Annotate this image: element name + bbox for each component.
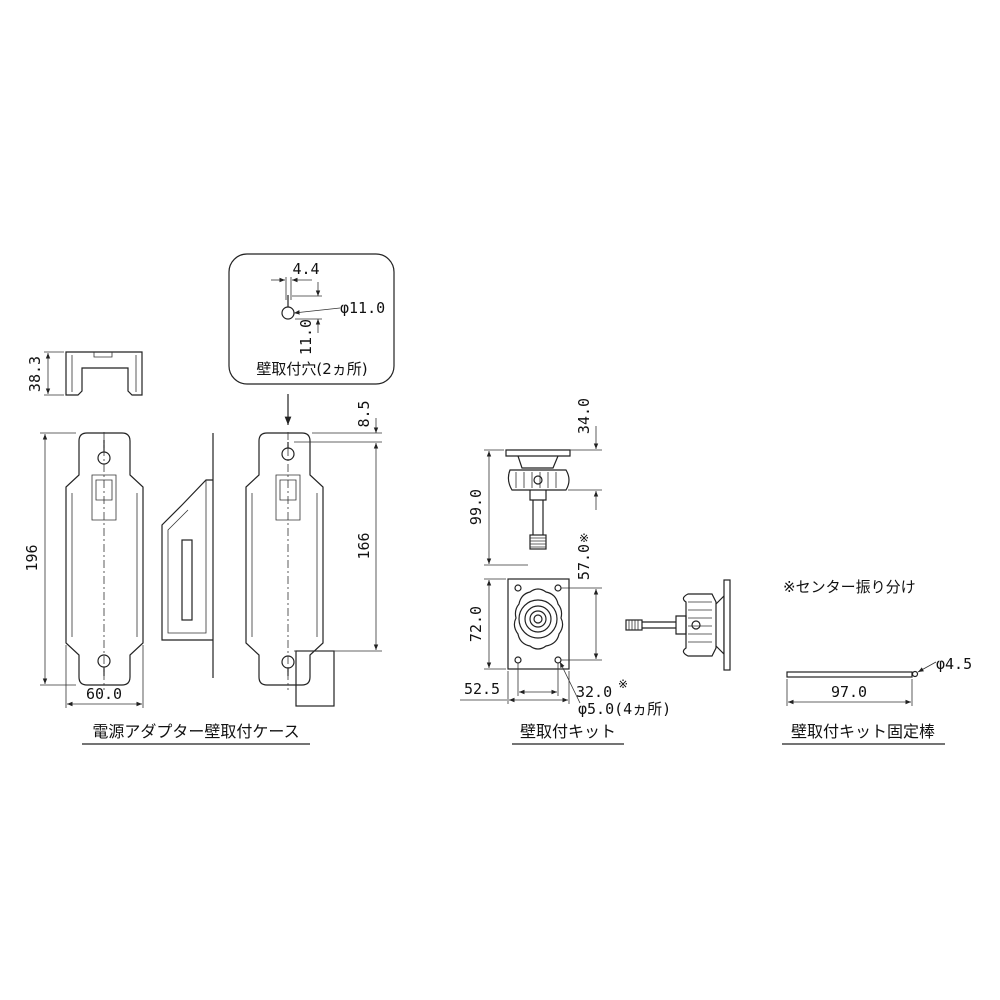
- kit-total-height-label: 99.0: [467, 489, 485, 525]
- case-hole-pitch-label: 166: [355, 532, 373, 559]
- case-top-height-label: 38.3: [26, 356, 44, 392]
- rod-caption: 壁取付キット固定棒: [791, 722, 935, 741]
- hole-offset-label: 4.4: [292, 260, 319, 278]
- kit-hole-h-mark: ※: [618, 677, 628, 691]
- hole-length-label: 11.0: [297, 319, 315, 355]
- rod-view: ※センター振り分け φ4.5 97.0: [783, 578, 972, 706]
- hole-detail-box: 4.4 11.0 φ11.0 壁取付穴(2ヵ所): [228, 253, 395, 385]
- kit-hole-dia-label: φ5.0(4ヵ所): [578, 700, 671, 718]
- kit-knob-height-label: 34.0: [575, 398, 593, 434]
- case-front-view: 196 60.0: [23, 432, 144, 708]
- kit-side-view: 34.0 99.0: [467, 398, 602, 566]
- kit-caption: 壁取付キット: [520, 722, 616, 741]
- case-width-label: 60.0: [86, 685, 122, 703]
- case-top-offset-label: 8.5: [355, 400, 373, 427]
- hole-diameter-label: φ11.0: [340, 299, 385, 317]
- kit-hole-v-label: 57.0: [575, 544, 593, 580]
- case-side-view: [161, 433, 214, 678]
- kit-hole-h-label: 32.0: [576, 683, 612, 701]
- rod-length-label: 97.0: [831, 683, 867, 701]
- case-height-label: 196: [23, 544, 41, 571]
- kit-knob-side-view: [625, 579, 731, 671]
- rod-diameter-label: φ4.5: [936, 655, 972, 673]
- kit-front-view: 72.0 57.0 ※ 52.5 32.0 ※ φ5.0(4ヵ所): [460, 531, 671, 718]
- case-back-view: 8.5 166: [245, 394, 382, 707]
- kit-hole-v-mark: ※: [579, 531, 589, 545]
- case-caption: 電源アダプター壁取付ケース: [92, 722, 299, 741]
- kit-plate-height-label: 72.0: [467, 606, 485, 642]
- kit-plate-width-label: 52.5: [464, 680, 500, 698]
- hole-detail-caption: 壁取付穴(2ヵ所): [256, 360, 367, 378]
- rod-note: ※センター振り分け: [783, 578, 916, 596]
- case-top-view: 38.3: [26, 351, 143, 396]
